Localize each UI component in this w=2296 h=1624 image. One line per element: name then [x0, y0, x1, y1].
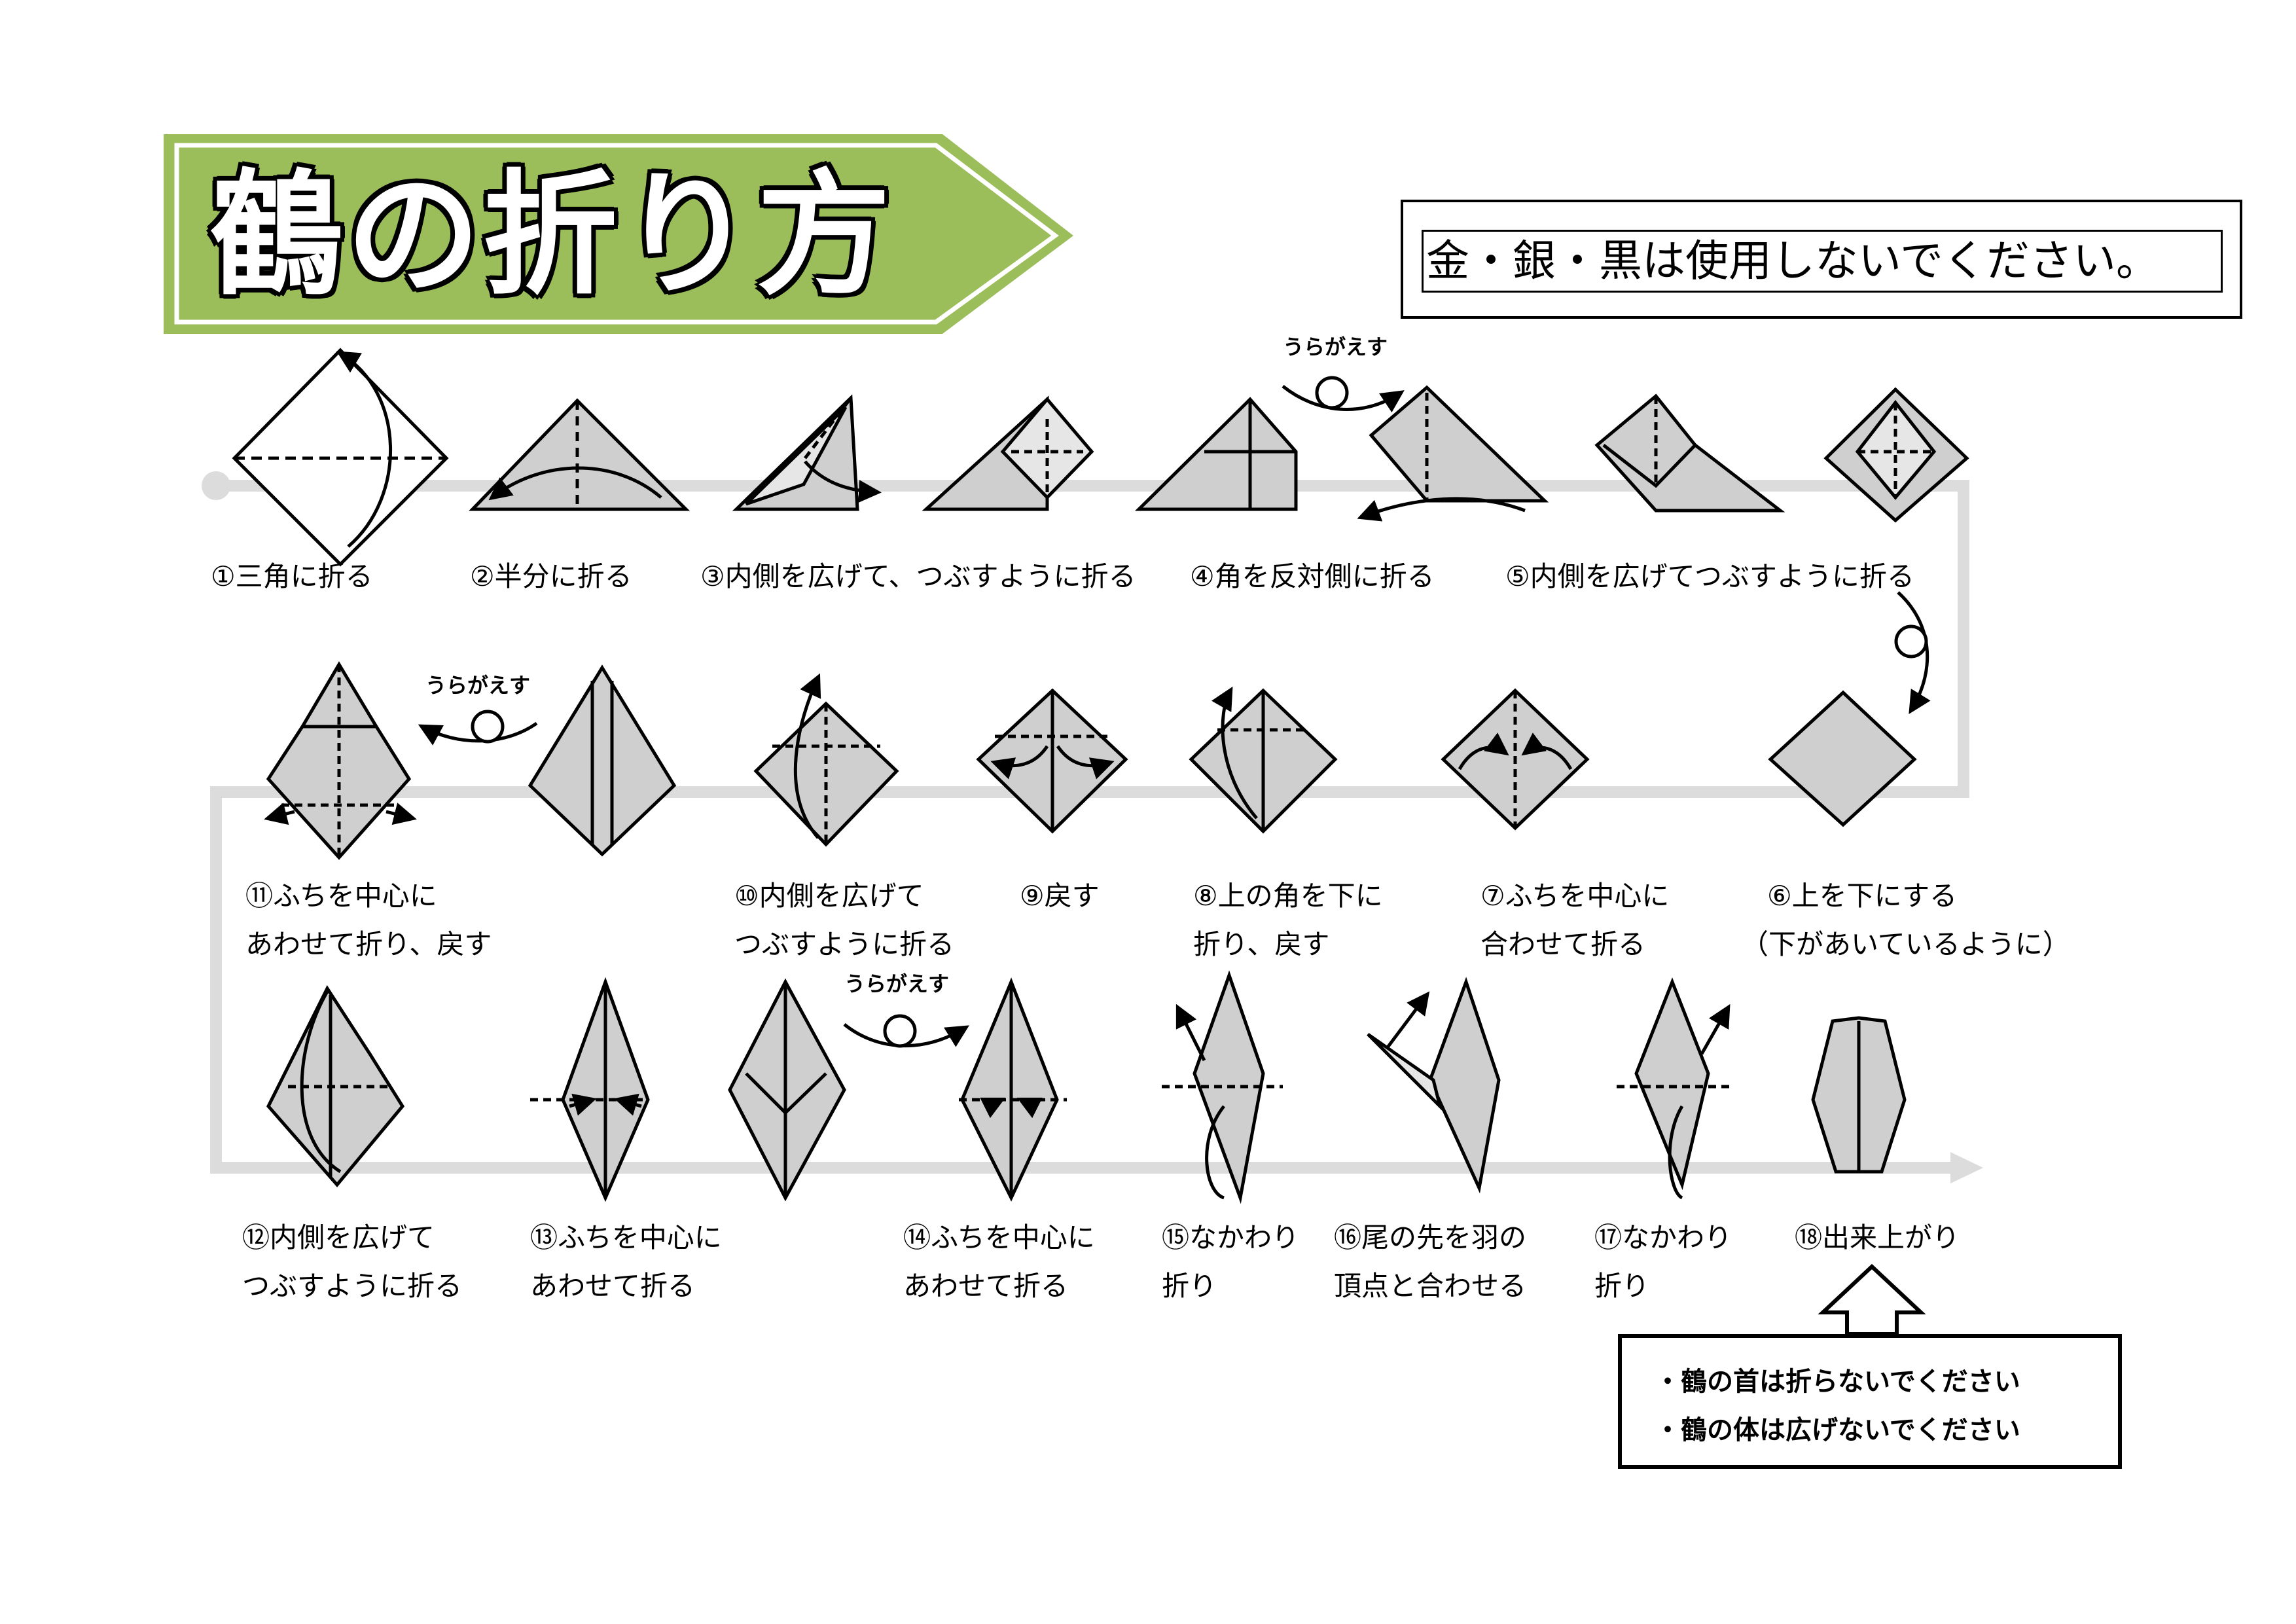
- flip-label: うらがえす: [1283, 334, 1388, 359]
- step-label: 折り: [1162, 1270, 1217, 1302]
- step5-diagram: [1134, 397, 1298, 511]
- step-label: ⑥上を下にする: [1767, 880, 1958, 912]
- step-label: 合わせて折る: [1480, 928, 1646, 960]
- step-label: ⑬ふちを中心に: [530, 1221, 722, 1254]
- step7-diagram: [1441, 688, 1590, 831]
- step-label: あわせて折り、戻す: [245, 928, 492, 960]
- note-item: ・鶴の体は広げないでください: [1655, 1415, 2020, 1445]
- step5c-diagram: [1594, 393, 1785, 513]
- step10-diagram: [753, 673, 899, 847]
- flip-icon-row1: [1282, 376, 1405, 413]
- note-item: ・鶴の首は折らないでください: [1655, 1367, 2020, 1397]
- step6-diagram: [1768, 690, 1917, 827]
- step-label: 折り: [1594, 1270, 1650, 1302]
- step-label: ①三角に折る: [211, 560, 373, 592]
- step13-diagram: [530, 977, 650, 1202]
- step-label: ⑦ふちを中心に: [1480, 880, 1670, 912]
- step-label: ⑮なかわり: [1162, 1221, 1300, 1254]
- step17-diagram: [1617, 977, 1734, 1200]
- notes-box: ・鶴の首は折らないでください ・鶴の体は広げないでください: [1618, 1334, 2122, 1469]
- turn-arrow-right: [1894, 591, 1931, 714]
- step14-diagram: [959, 977, 1067, 1202]
- step9-diagram: [976, 688, 1128, 834]
- step4-diagram: [922, 395, 1094, 511]
- step16-diagram: [1367, 977, 1501, 1194]
- step11-diagram: [264, 661, 417, 860]
- step5d-diagram: [1823, 387, 1969, 523]
- step-label: ⑰なかわり: [1594, 1221, 1732, 1254]
- step-label: ⑪ふちを中心に: [245, 880, 437, 912]
- warning-box: 金・銀・黒は使用しないでください。: [1401, 200, 2242, 319]
- step-label: ④角を反対側に折る: [1190, 560, 1435, 592]
- step15-diagram: [1162, 970, 1283, 1204]
- step18-diagram: [1811, 1016, 1907, 1174]
- step10b-diagram: [528, 664, 677, 857]
- step-label: （下があいているように）: [1741, 928, 2070, 960]
- step-label: ⑨戻す: [1020, 880, 1100, 912]
- step8-diagram: [1189, 686, 1338, 834]
- step-label: ⑯尾の先を羽の: [1334, 1221, 1527, 1254]
- flip-label: うらがえす: [425, 673, 531, 698]
- step-label: ⑱出来上がり: [1795, 1221, 1960, 1254]
- step12-diagram: [266, 984, 405, 1187]
- flip-label: うらがえす: [844, 971, 950, 996]
- step-label: ⑩内側を広げて: [734, 880, 924, 912]
- step-label: ⑫内側を広げて: [242, 1221, 435, 1254]
- step13b-diagram: [728, 978, 846, 1202]
- title-banner: [164, 134, 1073, 334]
- flip-icon-row2: [418, 710, 538, 746]
- flip-icon-row3: [843, 1014, 969, 1048]
- step-label: ③内側を広げて、つぶすように折る: [700, 560, 1136, 592]
- step-label: あわせて折る: [903, 1270, 1069, 1302]
- step1-diagram: [232, 348, 449, 567]
- step3-diagram: [732, 394, 882, 511]
- step-label: 折り、戻す: [1193, 928, 1330, 960]
- warning-text: 金・銀・黒は使用しないでください。: [1422, 230, 2223, 293]
- step-label: ⑭ふちを中心に: [903, 1221, 1095, 1254]
- step2-diagram: [469, 398, 691, 511]
- up-arrow-icon: [1818, 1263, 1926, 1336]
- step5b-diagram: [1357, 385, 1549, 522]
- step-label: ⑤内側を広げてつぶすように折る: [1505, 560, 1914, 592]
- step-label: つぶすように折る: [242, 1270, 463, 1302]
- step-label: ⑧上の角を下に: [1193, 880, 1383, 912]
- step-label: あわせて折る: [530, 1270, 696, 1302]
- step-label: つぶすように折る: [734, 928, 955, 960]
- page-title: 鶴の折り方: [209, 158, 893, 314]
- step-label: 頂点と合わせる: [1334, 1270, 1527, 1302]
- step-label: ②半分に折る: [470, 560, 632, 592]
